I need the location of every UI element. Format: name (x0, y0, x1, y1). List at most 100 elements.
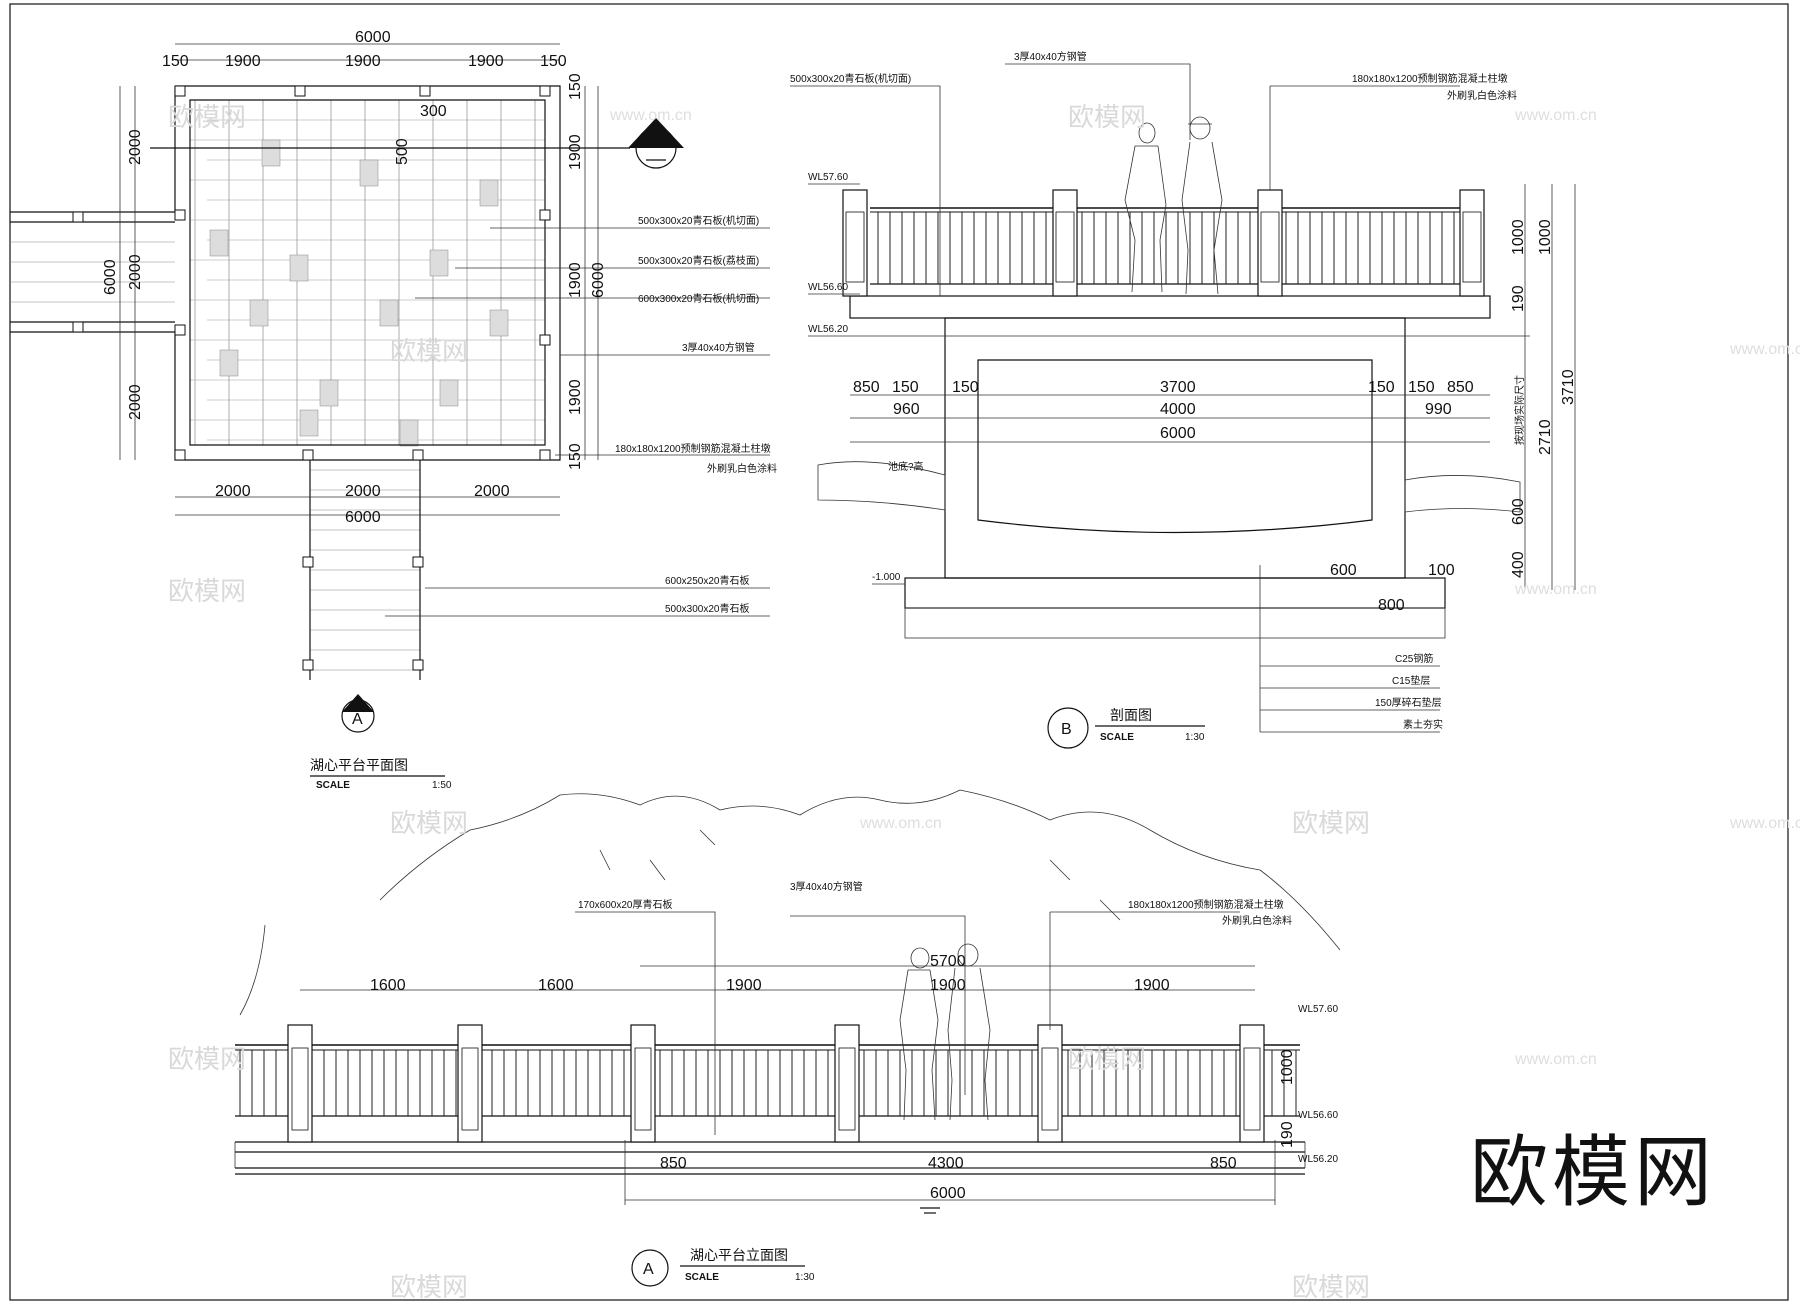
plan-note-leaders (385, 227, 770, 617)
section-layer-leaders (1259, 565, 1440, 733)
plan-accent-tile (439, 379, 459, 407)
elevation-dim-right-1: 190 (1279, 1121, 1296, 1148)
plan-note-5: 外刷乳白色涂料 (707, 462, 777, 475)
plan-accent-tile (209, 229, 229, 257)
plan-dim-right-0: 150 (567, 73, 584, 100)
plan-dim-right-2: 1900 (567, 262, 584, 298)
elevation-post (834, 1024, 860, 1143)
elevation-note-2: 180x180x1200预制钢筋混凝土柱墩 (1128, 898, 1284, 911)
plan-dim-left-3: 2000 (127, 384, 144, 420)
plan-dim-right-3: 6000 (590, 262, 607, 298)
watermark-brand: 欧模网 (390, 336, 468, 366)
elevation-people-figures (899, 943, 991, 1121)
plan-post (174, 85, 186, 97)
elevation-note-leaders (575, 911, 1240, 1135)
plan-dim-top-1: 1900 (225, 53, 261, 70)
section-dim-r1-0: 850 (853, 379, 880, 396)
section-level-pool-bottom: 池底?高 (888, 460, 924, 473)
plan-dim-top-total: 6000 (355, 29, 391, 46)
watermark-brand: 欧模网 (168, 102, 246, 132)
plan-accent-tile (219, 349, 239, 377)
watermark-url: www.om.cn (1514, 1051, 1597, 1068)
section-dim-r1-1: 150 (892, 379, 919, 396)
plan-post (174, 324, 186, 336)
elevation-dim-bottom-total: 6000 (930, 1185, 966, 1202)
plan-post (539, 449, 551, 461)
watermark-url: www.om.cn (1514, 107, 1597, 124)
elevation-scale-word: SCALE (685, 1272, 719, 1283)
plan-left-walk-edges (10, 221, 175, 323)
brand-logo-text: 欧模网 (1470, 1128, 1717, 1218)
section-dim-r1-2: 150 (952, 379, 979, 396)
section-layer-3: 素土夯实 (1403, 718, 1443, 731)
section-title-marker (1047, 707, 1089, 749)
elevation-dim-top-0: 1600 (370, 977, 406, 994)
section-dim-v-4: 2710 (1537, 419, 1554, 455)
plan-post (539, 334, 551, 346)
sheet-border (9, 3, 1789, 1301)
plan-post (539, 209, 551, 221)
section-dim-b-0: 600 (1330, 562, 1357, 579)
plan-dim-bottom-0: 2000 (215, 483, 251, 500)
plan-post (174, 209, 186, 221)
elevation-dim-lines-bottom (624, 1140, 1276, 1205)
plan-post (174, 449, 186, 461)
elevation-level-56-20: WL56.20 (1298, 1154, 1338, 1165)
plan-accent-tile (249, 299, 269, 327)
section-top-leaders (790, 63, 1460, 296)
plan-tile-dim-300: 300 (420, 103, 447, 120)
section-lakebed-left (817, 461, 946, 511)
plan-dim-top-3: 1900 (468, 53, 504, 70)
section-dim-b-2: 800 (1378, 597, 1405, 614)
section-post (1459, 189, 1485, 297)
watermark-layer: 欧模网 欧模网 欧模网 欧模网 欧模网 欧模网 欧模网 欧模网 欧模网 欧模网 … (168, 102, 1800, 1302)
plan-dim-right-5: 150 (567, 443, 584, 470)
section-deck-slab (849, 295, 1491, 319)
section-concrete-pier (944, 317, 1406, 579)
section-vertical-note: 按现场实际尺寸 (1513, 375, 1526, 445)
plan-tile-dim-500: 500 (394, 138, 411, 165)
plan-title: 湖心平台平面图 (310, 757, 408, 773)
elevation-title: 湖心平台立面图 (690, 1247, 788, 1263)
section-view: WL57.60 WL56.60 WL56.20 池底?高 -1.000 850 … (790, 50, 1577, 749)
plan-dim-top-2: 1900 (345, 53, 381, 70)
plan-post (419, 85, 431, 97)
plan-posts (72, 85, 551, 671)
elevation-deck-and-water-lines (235, 1141, 1305, 1175)
section-dim-r1-4: 150 (1368, 379, 1395, 396)
plan-platform-outline (10, 85, 561, 461)
elevation-mark: A (643, 1261, 654, 1278)
plan-note-2: 600x300x20青石板(机切面) (638, 292, 759, 305)
plan-view-arrow (342, 694, 374, 712)
watermark-url: www.om.cn (859, 815, 942, 832)
elevation-dim-top-total: 5700 (930, 953, 966, 970)
section-dim-r3-0: 6000 (1160, 425, 1196, 442)
plan-dim-top-4: 150 (540, 53, 567, 70)
section-dim-v-6: 400 (1510, 551, 1527, 578)
section-dim-r2-0: 960 (893, 401, 920, 418)
plan-accent-tile (489, 309, 509, 337)
plan-note-6: 600x250x20青石板 (665, 574, 750, 587)
elevation-dim-top-4: 1900 (1134, 977, 1170, 994)
section-dim-r2-1: 4000 (1160, 401, 1196, 418)
plan-post (294, 85, 306, 97)
section-level-57-60: WL57.60 (808, 172, 848, 183)
section-dim-r1-6: 850 (1447, 379, 1474, 396)
elevation-note-1: 3厚40x40方钢管 (790, 880, 863, 893)
elevation-dim-top-1: 1600 (538, 977, 574, 994)
watermark-brand: 欧模网 (168, 576, 246, 606)
plan-section-arrow (628, 118, 684, 148)
section-title: 剖面图 (1110, 707, 1152, 723)
section-scale: 1:30 (1185, 732, 1205, 743)
plan-post (72, 211, 84, 223)
plan-dim-bottom-1: 2000 (345, 483, 381, 500)
watermark-url: www.om.cn (1729, 341, 1800, 358)
plan-note-7: 500x300x20青石板 (665, 602, 750, 615)
plan-post (72, 321, 84, 333)
section-compacted-soil (904, 607, 1446, 639)
section-layer-1: C15垫层 (1392, 674, 1430, 687)
plan-post (539, 85, 551, 97)
section-post (842, 189, 868, 297)
section-top-note-3: 外刷乳白色涂料 (1447, 89, 1517, 102)
